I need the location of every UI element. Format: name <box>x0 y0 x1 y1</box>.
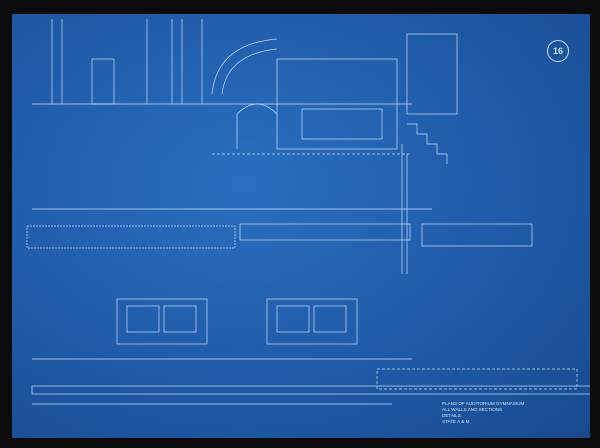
section-wall <box>26 144 533 274</box>
title-line: DETAILS <box>442 413 461 418</box>
top-elevation-detail <box>32 19 412 105</box>
title-block: PLANS OF AUDITORIUM GYMNASIUM ALL WALLS … <box>442 401 552 425</box>
title-line: ALL WALLS AND SECTIONS <box>442 407 503 412</box>
sheet-number: 16 <box>547 40 569 62</box>
title-line: PLANS OF AUDITORIUM GYMNASIUM <box>442 401 525 406</box>
window-plan <box>211 33 458 164</box>
blueprint-sheet: PLANS OF AUDITORIUM GYMNASIUM ALL WALLS … <box>12 14 590 438</box>
lower-plan <box>31 298 590 405</box>
blueprint-drawing <box>26 19 590 405</box>
title-line: STATE A & M <box>442 419 470 424</box>
